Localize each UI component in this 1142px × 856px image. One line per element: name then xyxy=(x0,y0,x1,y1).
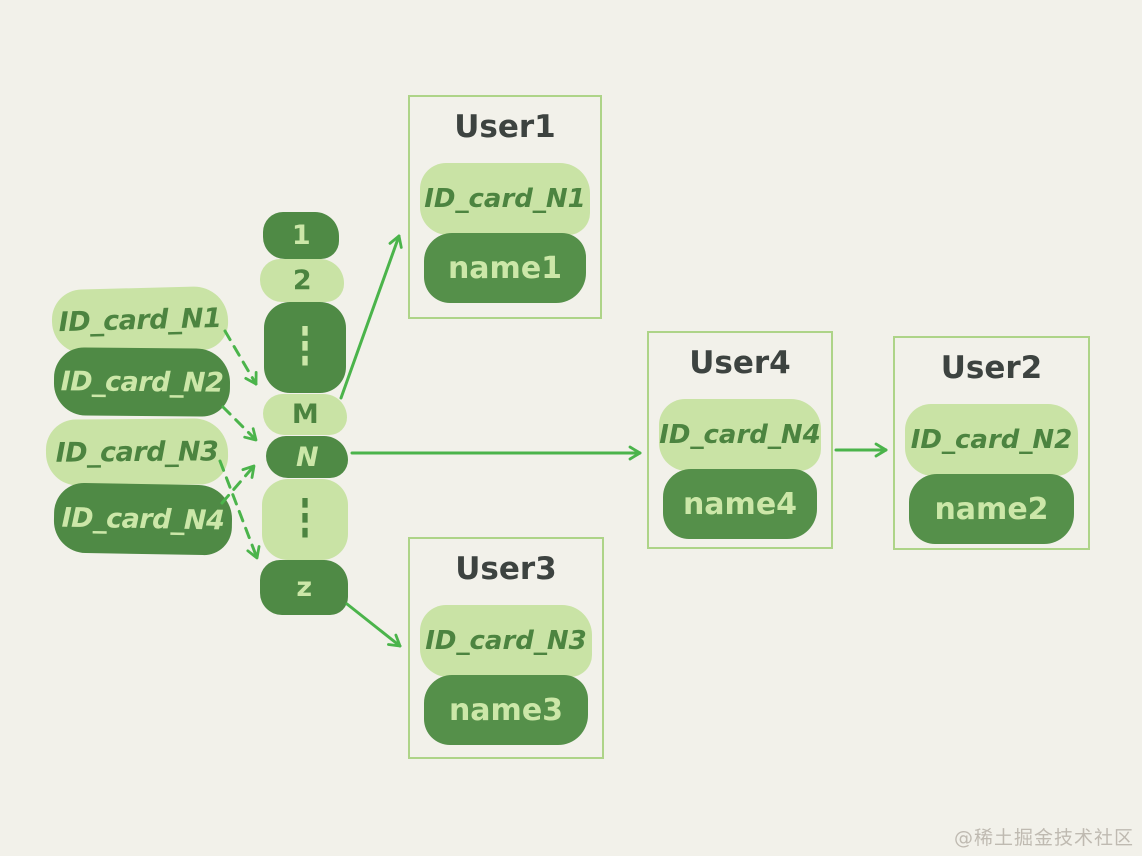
user1-id-card-pill: ID_card_N1 xyxy=(420,163,590,235)
edge-idcard2-to-bucket-n xyxy=(221,405,258,442)
edge-bucket-m-to-user1 xyxy=(339,234,403,400)
user4-name-pill: name4 xyxy=(663,469,817,539)
user4-box: User4 ID_card_N4 name4 xyxy=(647,331,833,549)
hash-key-id-card-n3: ID_card_N3 xyxy=(45,418,229,486)
user1-box: User1 ID_card_N1 name1 xyxy=(408,95,602,319)
bucket-label: z xyxy=(296,572,312,603)
ellipsis-dots: ⋮ xyxy=(290,489,320,550)
user2-id-card-value: ID_card_N2 xyxy=(910,425,1073,455)
user1-id-card-value: ID_card_N1 xyxy=(424,184,586,214)
edge-idcard1-to-bucket-m xyxy=(223,329,258,386)
bucket-label: M xyxy=(291,399,319,430)
bucket-1: 1 xyxy=(263,212,339,259)
bucket-label: 1 xyxy=(291,220,311,251)
bucket-label: 2 xyxy=(292,265,312,296)
user3-id-card-value: ID_card_N3 xyxy=(425,626,587,656)
user2-title: User2 xyxy=(940,350,1043,386)
hash-key-label: ID_card_N2 xyxy=(60,365,224,399)
user4-title: User4 xyxy=(689,345,791,381)
user2-name-pill: name2 xyxy=(909,474,1074,544)
edge-bucket-z-to-user3 xyxy=(345,602,402,648)
user3-title: User3 xyxy=(455,551,557,587)
bucket-label: N xyxy=(295,441,319,473)
user3-name-pill: name3 xyxy=(424,675,588,745)
bucket-z: z xyxy=(260,560,348,615)
user2-name-value: name2 xyxy=(934,491,1049,527)
hash-key-label: ID_card_N3 xyxy=(55,435,219,469)
user3-box: User3 ID_card_N3 name3 xyxy=(408,537,604,759)
watermark: @稀土掘金技术社区 xyxy=(953,827,1134,849)
user3-name-value: name3 xyxy=(448,692,564,728)
hash-key-id-card-n1: ID_card_N1 xyxy=(51,285,229,355)
hash-key-id-card-n2: ID_card_N2 xyxy=(53,347,231,417)
user1-name-value: name1 xyxy=(447,250,563,286)
edge-idcard4-to-bucket-n xyxy=(220,464,256,505)
user1-title: User1 xyxy=(454,109,556,145)
hash-key-label: ID_card_N1 xyxy=(58,302,222,338)
bucket-n: N xyxy=(266,436,348,478)
bucket-2: 2 xyxy=(260,259,344,302)
user1-name-pill: name1 xyxy=(424,233,586,303)
bucket-m: M xyxy=(263,394,347,435)
bucket-ellipsis-top: ⋮ xyxy=(264,302,346,393)
hash-key-label: ID_card_N4 xyxy=(61,502,225,536)
ellipsis-dots: ⋮ xyxy=(290,317,320,378)
user2-id-card-pill: ID_card_N2 xyxy=(905,404,1078,476)
user3-id-card-pill: ID_card_N3 xyxy=(420,605,592,677)
bucket-ellipsis-bottom: ⋮ xyxy=(262,479,348,560)
user2-box: User2 ID_card_N2 name2 xyxy=(893,336,1090,550)
hash-key-id-card-n4: ID_card_N4 xyxy=(53,482,233,556)
user4-id-card-pill: ID_card_N4 xyxy=(659,399,821,471)
user4-name-value: name4 xyxy=(682,486,798,522)
user4-id-card-value: ID_card_N4 xyxy=(659,420,821,450)
